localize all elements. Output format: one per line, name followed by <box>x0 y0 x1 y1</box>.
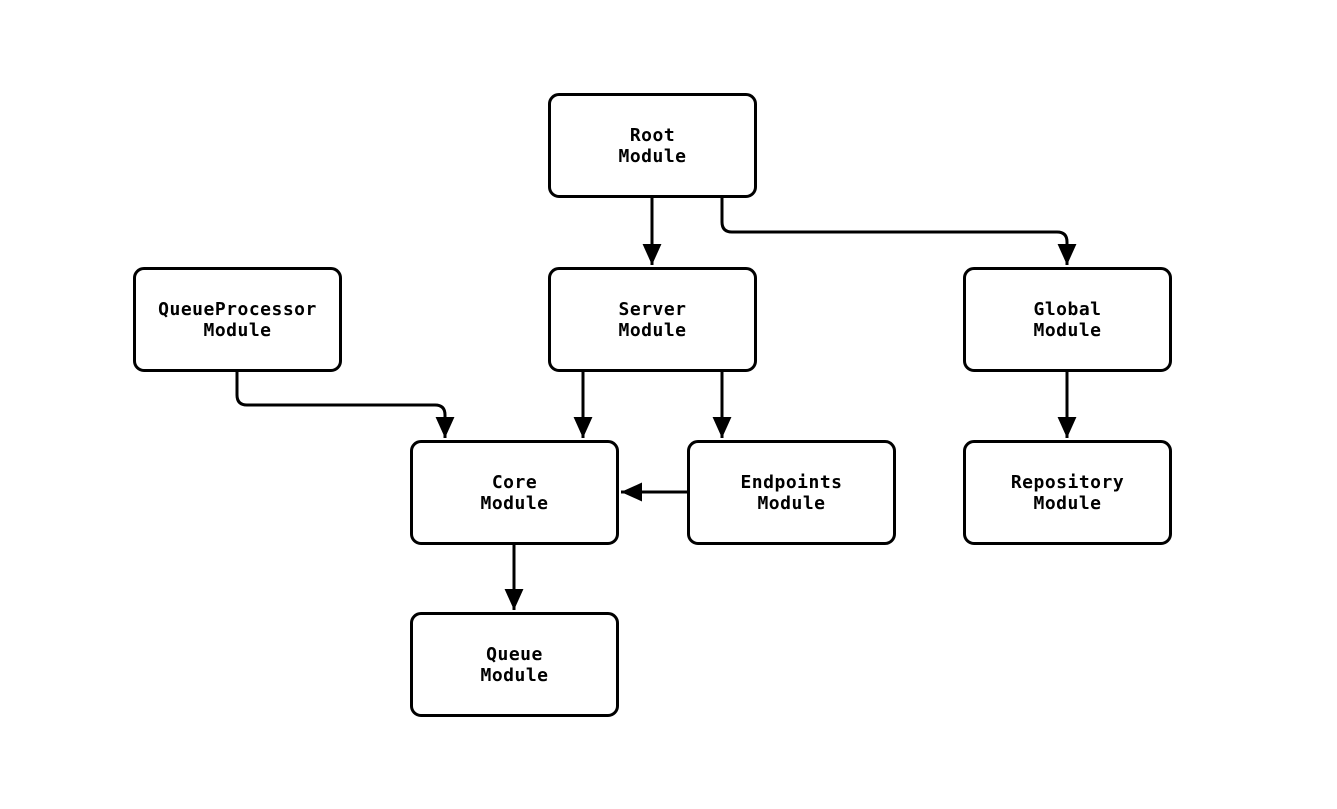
edge-root-to-global <box>720 198 1077 265</box>
node-global-module: Global Module <box>963 267 1172 372</box>
node-root-module: Root Module <box>548 93 757 198</box>
node-queue-module: Queue Module <box>410 612 619 717</box>
node-queueprocessor-module: QueueProcessor Module <box>133 267 342 372</box>
edge-queueprocessor-to-core <box>235 372 455 438</box>
node-core-module: Core Module <box>410 440 619 545</box>
node-server-module: Server Module <box>548 267 757 372</box>
node-repository-module: Repository Module <box>963 440 1172 545</box>
node-endpoints-module: Endpoints Module <box>687 440 896 545</box>
